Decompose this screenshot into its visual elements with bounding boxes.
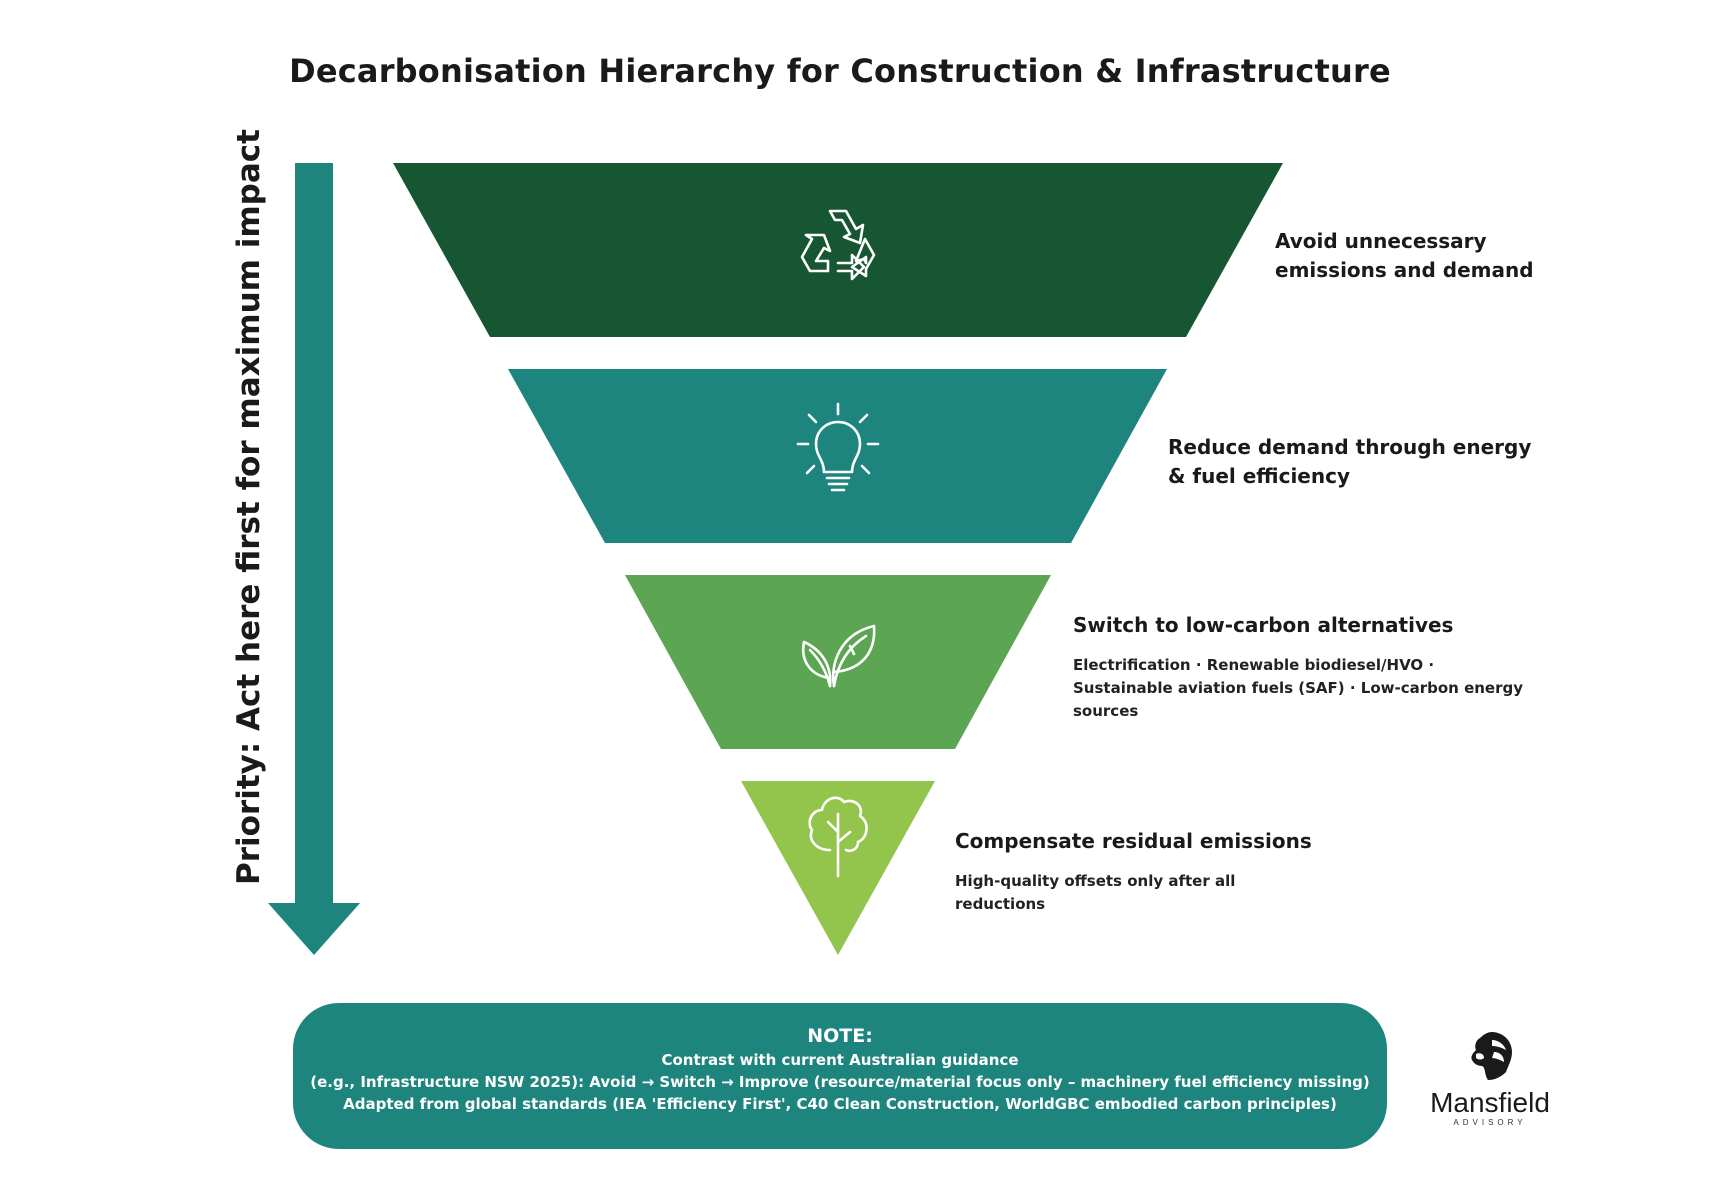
- tier-avoid-heading: Avoid unnecessary emissions and demand: [1275, 227, 1534, 285]
- logo-tagline: ADVISORY: [1453, 1118, 1527, 1127]
- tier-reduce-description: Reduce demand through energy & fuel effi…: [1168, 433, 1531, 491]
- tier-switch: [625, 575, 1051, 749]
- lightbulb-icon: [796, 402, 880, 492]
- tier-switch-description: Switch to low-carbon alternatives Electr…: [1073, 611, 1523, 723]
- tier-reduce-heading: Reduce demand through energy & fuel effi…: [1168, 433, 1531, 491]
- tier-switch-detail-line: Sustainable aviation fuels (SAF) · Low-c…: [1073, 679, 1524, 697]
- recycle-icon: [800, 209, 876, 281]
- tier-compensate-detail-line: reductions: [955, 895, 1046, 913]
- tier-compensate-detail-line: High-quality offsets only after all: [955, 872, 1236, 890]
- priority-arrow: [268, 163, 360, 955]
- tier-compensate-detail: High-quality offsets only after all redu…: [955, 870, 1312, 916]
- priority-label: Priority: Act here first for maximum imp…: [231, 129, 267, 885]
- tier-avoid-description: Avoid unnecessary emissions and demand: [1275, 227, 1534, 285]
- tree-icon: [808, 796, 868, 878]
- logo-name: Mansfield: [1430, 1087, 1550, 1118]
- tier-reduce-heading-line: & fuel efficiency: [1168, 464, 1351, 488]
- tier-switch-detail: Electrification · Renewable biodiesel/HV…: [1073, 654, 1523, 723]
- tier-avoid-heading-line: Avoid unnecessary: [1275, 229, 1487, 253]
- tier-switch-detail-line: sources: [1073, 702, 1139, 720]
- tier-switch-detail-line: Electrification · Renewable biodiesel/HV…: [1073, 656, 1435, 674]
- note-line: (e.g., Infrastructure NSW 2025): Avoid →…: [310, 1073, 1370, 1091]
- tier-avoid-heading-line: emissions and demand: [1275, 258, 1534, 282]
- tier-switch-heading: Switch to low-carbon alternatives: [1073, 613, 1454, 637]
- tier-avoid: [393, 163, 1283, 337]
- lion-head-icon: [1471, 1032, 1512, 1080]
- note-line: Adapted from global standards (IEA 'Effi…: [343, 1095, 1337, 1113]
- note-box: NOTE: Contrast with current Australian g…: [293, 1003, 1387, 1149]
- page-title: Decarbonisation Hierarchy for Constructi…: [289, 52, 1391, 90]
- leaf-icon: [801, 624, 876, 688]
- mansfield-logo: Mansfield ADVISORY: [1420, 1030, 1560, 1130]
- tier-reduce-heading-line: Reduce demand through energy: [1168, 435, 1532, 459]
- tier-reduce: [508, 369, 1167, 543]
- note-title: NOTE:: [807, 1025, 873, 1047]
- tier-compensate-heading: Compensate residual emissions: [955, 829, 1312, 853]
- note-line: Contrast with current Australian guidanc…: [661, 1051, 1019, 1069]
- tier-compensate-description: Compensate residual emissions High-quali…: [955, 827, 1312, 916]
